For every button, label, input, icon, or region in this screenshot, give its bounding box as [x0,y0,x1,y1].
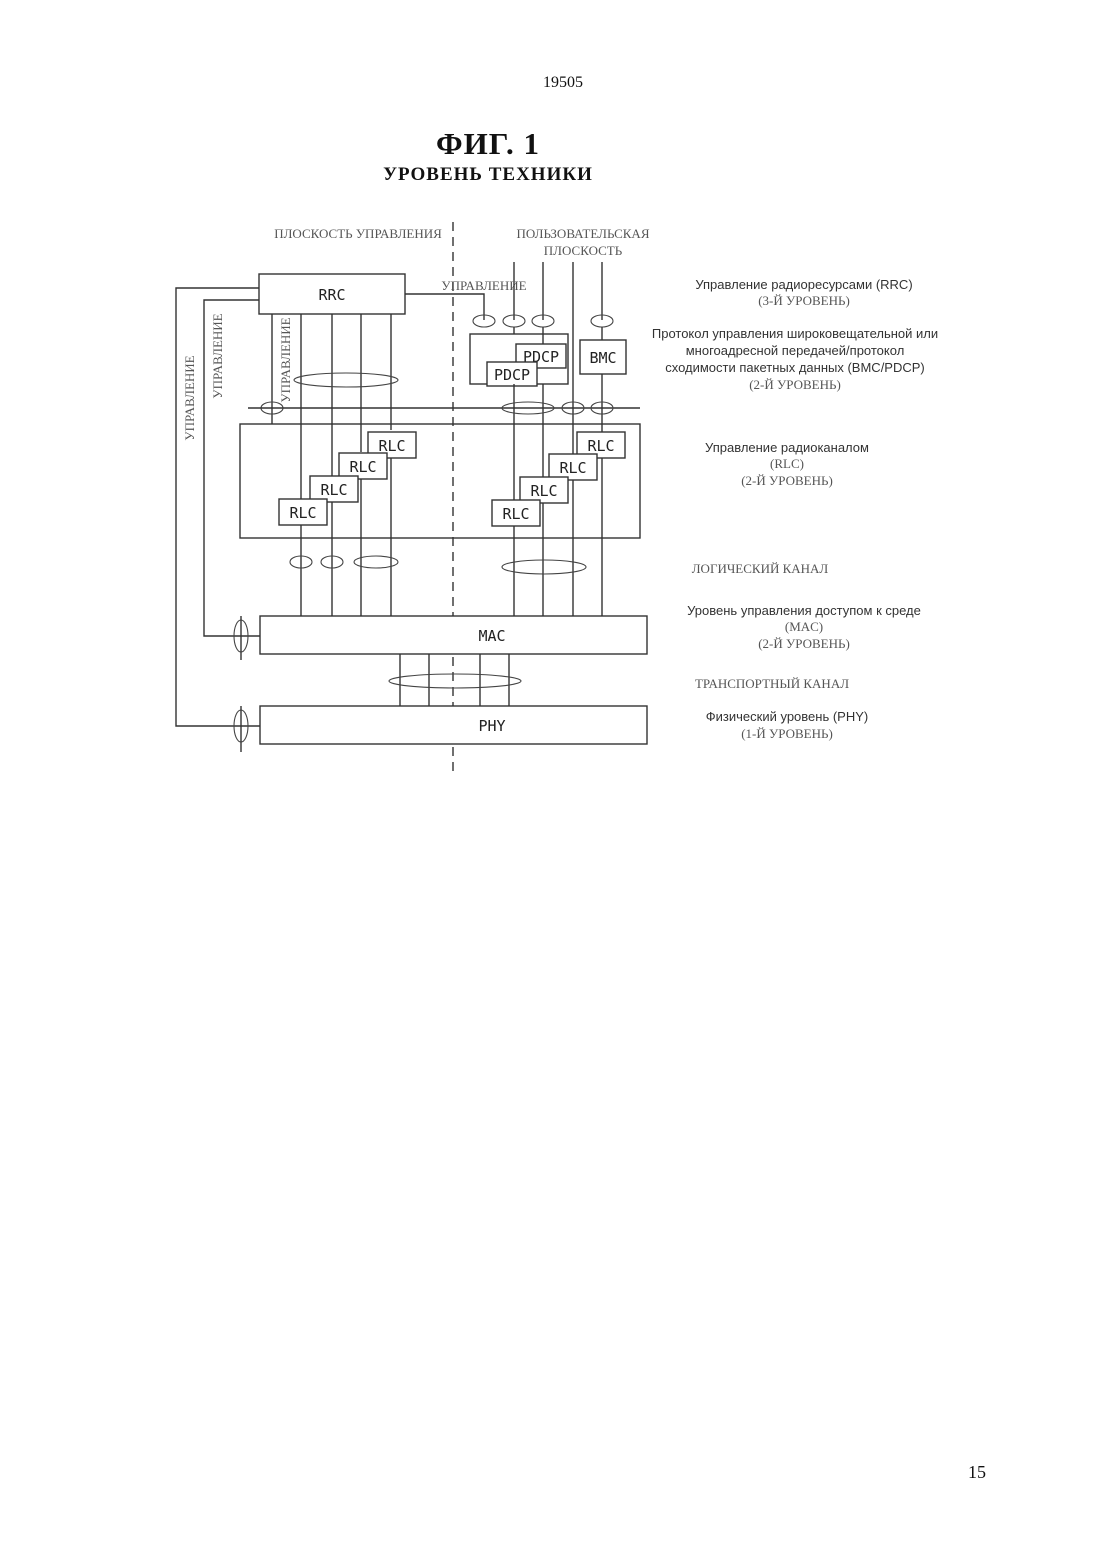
logical-channel-label: ЛОГИЧЕСКИЙ КАНАЛ [692,561,829,576]
transport-channel-label: ТРАНСПОРТНЫЙ КАНАЛ [695,676,849,691]
bmc-layer-desc-4: (2-Й УРОВЕНЬ) [749,377,841,392]
inner-control-vertical-label: УПРАВЛЕНИЕ [278,317,293,402]
mac-layer-desc-1: Уровень управления доступом к среде [687,603,921,618]
mac-layer-desc-3: (2-Й УРОВЕНЬ) [758,636,850,651]
bmc-layer-desc-2: многоадресной передачей/протокол [686,343,905,358]
transport-channel-sap [389,674,521,688]
phy-box [260,706,647,744]
rrc-layer-desc-2: (3-Й УРОВЕНЬ) [758,293,850,308]
bmc-layer-desc-1: Протокол управления широковещательной ил… [652,326,938,341]
cp-rlc-label-3: RLC [349,458,376,476]
up-rlc-label-3: RLC [559,459,586,477]
bmc-layer-desc-3: сходимости пакетных данных (BMC/PDCP) [665,360,925,375]
cp-rlc-label-1: RLC [289,504,316,522]
rrc-to-pdcp-control-line [405,294,484,320]
middle-control-vertical-label: УПРАВЛЕНИЕ [210,313,225,398]
phy-layer-desc-2: (1-Й УРОВЕНЬ) [741,726,833,741]
up-rlc-label-2: RLC [530,482,557,500]
rrc-layer-desc-1: Управление радиоресурсами (RRC) [695,277,912,292]
rrc-box-label: RRC [318,286,345,304]
control-plane-label: ПЛОСКОСТЬ УПРАВЛЕНИЯ [274,226,442,241]
up-rlc-label-4: RLC [587,437,614,455]
user-plane-label-line2: ПЛОСКОСТЬ [544,243,623,258]
left-control-vertical-label: УПРАВЛЕНИЕ [182,355,197,440]
bmc-label: BMC [589,349,616,367]
page-number: 15 [968,1462,986,1483]
mac-box-label: MAC [478,627,505,645]
pdcp-front-label: PDCP [494,366,530,384]
rlc-layer-desc-2: (RLC) [770,456,804,471]
rlc-layer-desc-1: Управление радиоканалом [705,440,869,455]
cp-rlc-label-2: RLC [320,481,347,499]
protocol-architecture-diagram: ПЛОСКОСТЬ УПРАВЛЕНИЯ ПОЛЬЗОВАТЕЛЬСКАЯ ПЛ… [0,0,1100,800]
rlc-layer-desc-3: (2-Й УРОВЕНЬ) [741,473,833,488]
user-plane-label-line1: ПОЛЬЗОВАТЕЛЬСКАЯ [517,226,650,241]
mac-layer-desc-2: (MAC) [785,619,823,634]
mac-box [260,616,647,654]
phy-box-label: PHY [478,717,505,735]
up-rlc-label-1: RLC [502,505,529,523]
cp-radio-bearer-sap [294,373,398,387]
cp-rlc-label-4: RLC [378,437,405,455]
phy-layer-desc-1: Физический уровень (PHY) [706,709,868,724]
